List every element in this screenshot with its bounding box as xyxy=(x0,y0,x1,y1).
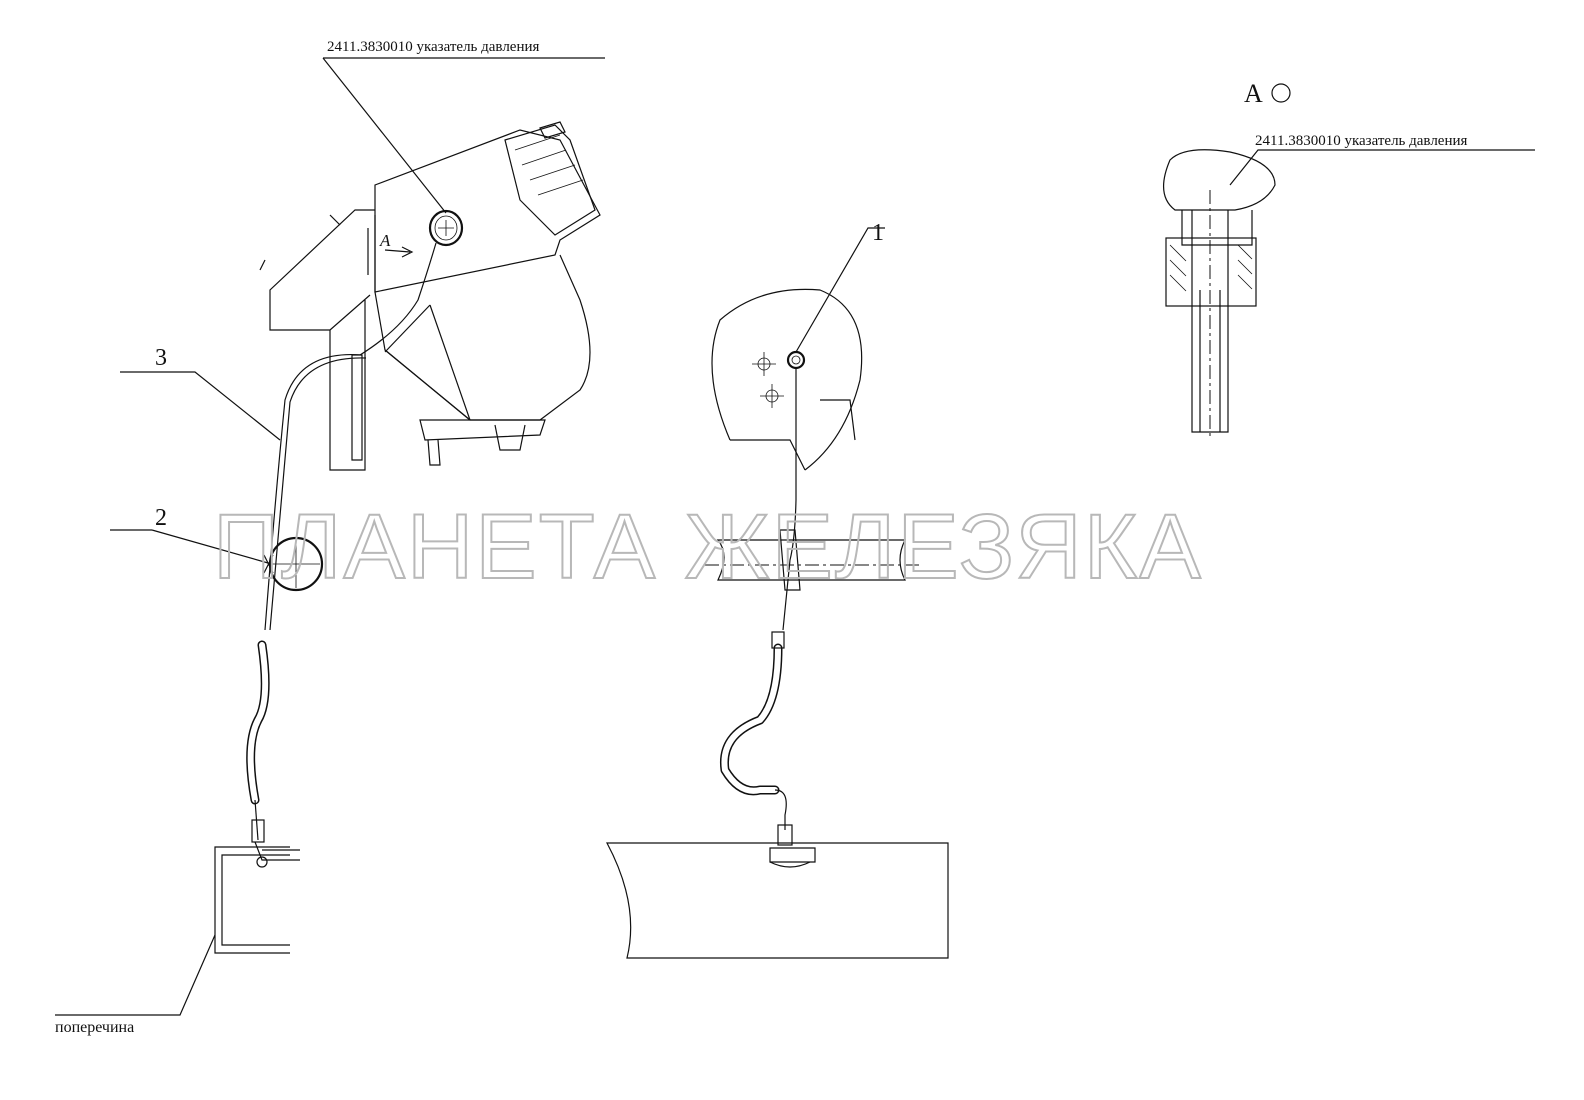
center-assembly: 1 xyxy=(606,220,949,959)
detail-view-a: A 2411.3830010 указатель давления xyxy=(1163,79,1535,440)
pressure-gauge-icon xyxy=(428,209,464,247)
detail-gauge-callout-label: 2411.3830010 указатель давления xyxy=(1255,133,1468,149)
item-2-label: 2 xyxy=(155,505,167,531)
view-arrow-label: A xyxy=(379,231,391,250)
view-a-title: A xyxy=(1244,79,1263,108)
watermark-text: ПЛАНЕТА ЖЕЛЕЗЯКА xyxy=(213,496,1203,598)
fitting-1-icon xyxy=(786,350,806,370)
item-1-label: 1 xyxy=(872,220,884,246)
view-marker-icon xyxy=(1271,83,1291,103)
crossmember-channel xyxy=(214,846,290,954)
frame-panel xyxy=(606,842,949,959)
left-pressure-line: поперечина 2 3 xyxy=(55,345,367,1036)
crossmember-label: поперечина xyxy=(55,1019,134,1036)
item-3-label: 3 xyxy=(155,345,167,371)
clamp-ring xyxy=(268,536,324,592)
left-assembly: A 2411.3830010 указатель давления xyxy=(259,39,605,471)
gauge-callout-label: 2411.3830010 указатель давления xyxy=(327,39,540,55)
transverse-tube xyxy=(716,539,906,581)
